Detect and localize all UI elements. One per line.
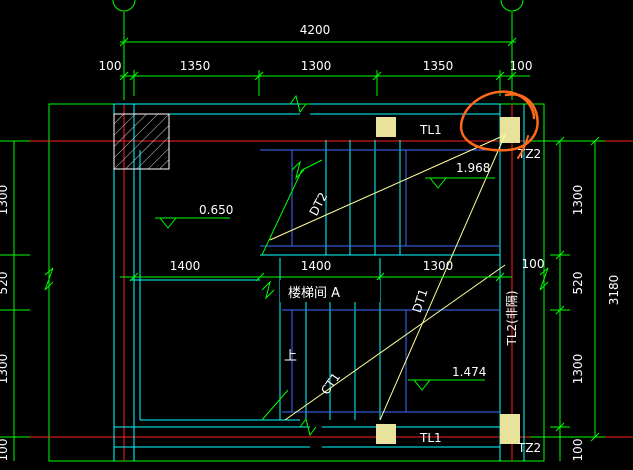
elevation-lower: 1.474	[452, 365, 486, 379]
elevation-upper: 1.968	[456, 161, 490, 175]
middle-dimension-group	[120, 272, 512, 282]
annotation-circle	[459, 90, 539, 152]
column-tl1-bottom	[376, 424, 396, 444]
dim-left-seg-4: 100	[0, 439, 10, 462]
dim-left-seg-2: 520	[0, 272, 10, 295]
label-tl1-top: TL1	[419, 123, 442, 137]
dim-mid-right: 100	[522, 257, 545, 271]
annotation-tail	[517, 135, 529, 159]
room-label: 楼梯间 A	[288, 286, 340, 301]
dim-top-seg-5: 100	[510, 59, 533, 73]
room-label-bg	[280, 280, 380, 302]
dim-left-seg-1: 1300	[0, 185, 10, 216]
dim-right-seg-4: 100	[571, 439, 585, 462]
label-ct1: CT1	[318, 370, 343, 397]
beam-lines	[260, 149, 500, 413]
dim-mid-seg-3: 1300	[423, 259, 454, 273]
dim-right-total: 3180	[607, 275, 621, 306]
dim-right-seg-1: 1300	[571, 185, 585, 216]
dim-right-seg-3: 1300	[571, 354, 585, 385]
label-tz2-bottom: TZ2	[517, 441, 541, 455]
elevation-left: 0.650	[199, 203, 233, 217]
dim-mid-seg-1: 1400	[170, 259, 201, 273]
stair-treads-upper	[325, 140, 401, 255]
dim-right-seg-2: 520	[571, 272, 585, 295]
label-dt2: DT2	[307, 190, 331, 218]
elevation-markers	[155, 177, 495, 391]
dim-left-seg-3: 1300	[0, 354, 10, 385]
up-arrow-label: 上	[284, 349, 297, 364]
axis-bubble-left	[112, 0, 136, 12]
flight-outlines	[261, 159, 323, 421]
dim-mid-seg-2: 1400	[301, 259, 332, 273]
dim-top-total: 4200	[300, 23, 331, 37]
dim-top-seg-1: 100	[99, 59, 122, 73]
column-tl1-top	[376, 117, 396, 137]
label-tl1-bottom: TL1	[419, 431, 442, 445]
left-dimension-group	[0, 140, 30, 461]
top-dimension-group	[119, 12, 530, 100]
break-marks	[44, 94, 549, 437]
dim-top-seg-3: 1300	[301, 59, 332, 73]
right-dimension-group	[530, 136, 605, 461]
label-tl2-vertical: TL2(非隔)	[505, 290, 519, 346]
dim-top-seg-2: 1350	[180, 59, 211, 73]
dim-top-seg-4: 1350	[423, 59, 454, 73]
axis-bubble-right	[500, 0, 524, 12]
hatched-column-top-left	[113, 113, 170, 170]
column-tz2-top	[500, 117, 520, 143]
column-tz2-bottom	[500, 414, 520, 444]
stair-treads-lower	[305, 300, 381, 420]
